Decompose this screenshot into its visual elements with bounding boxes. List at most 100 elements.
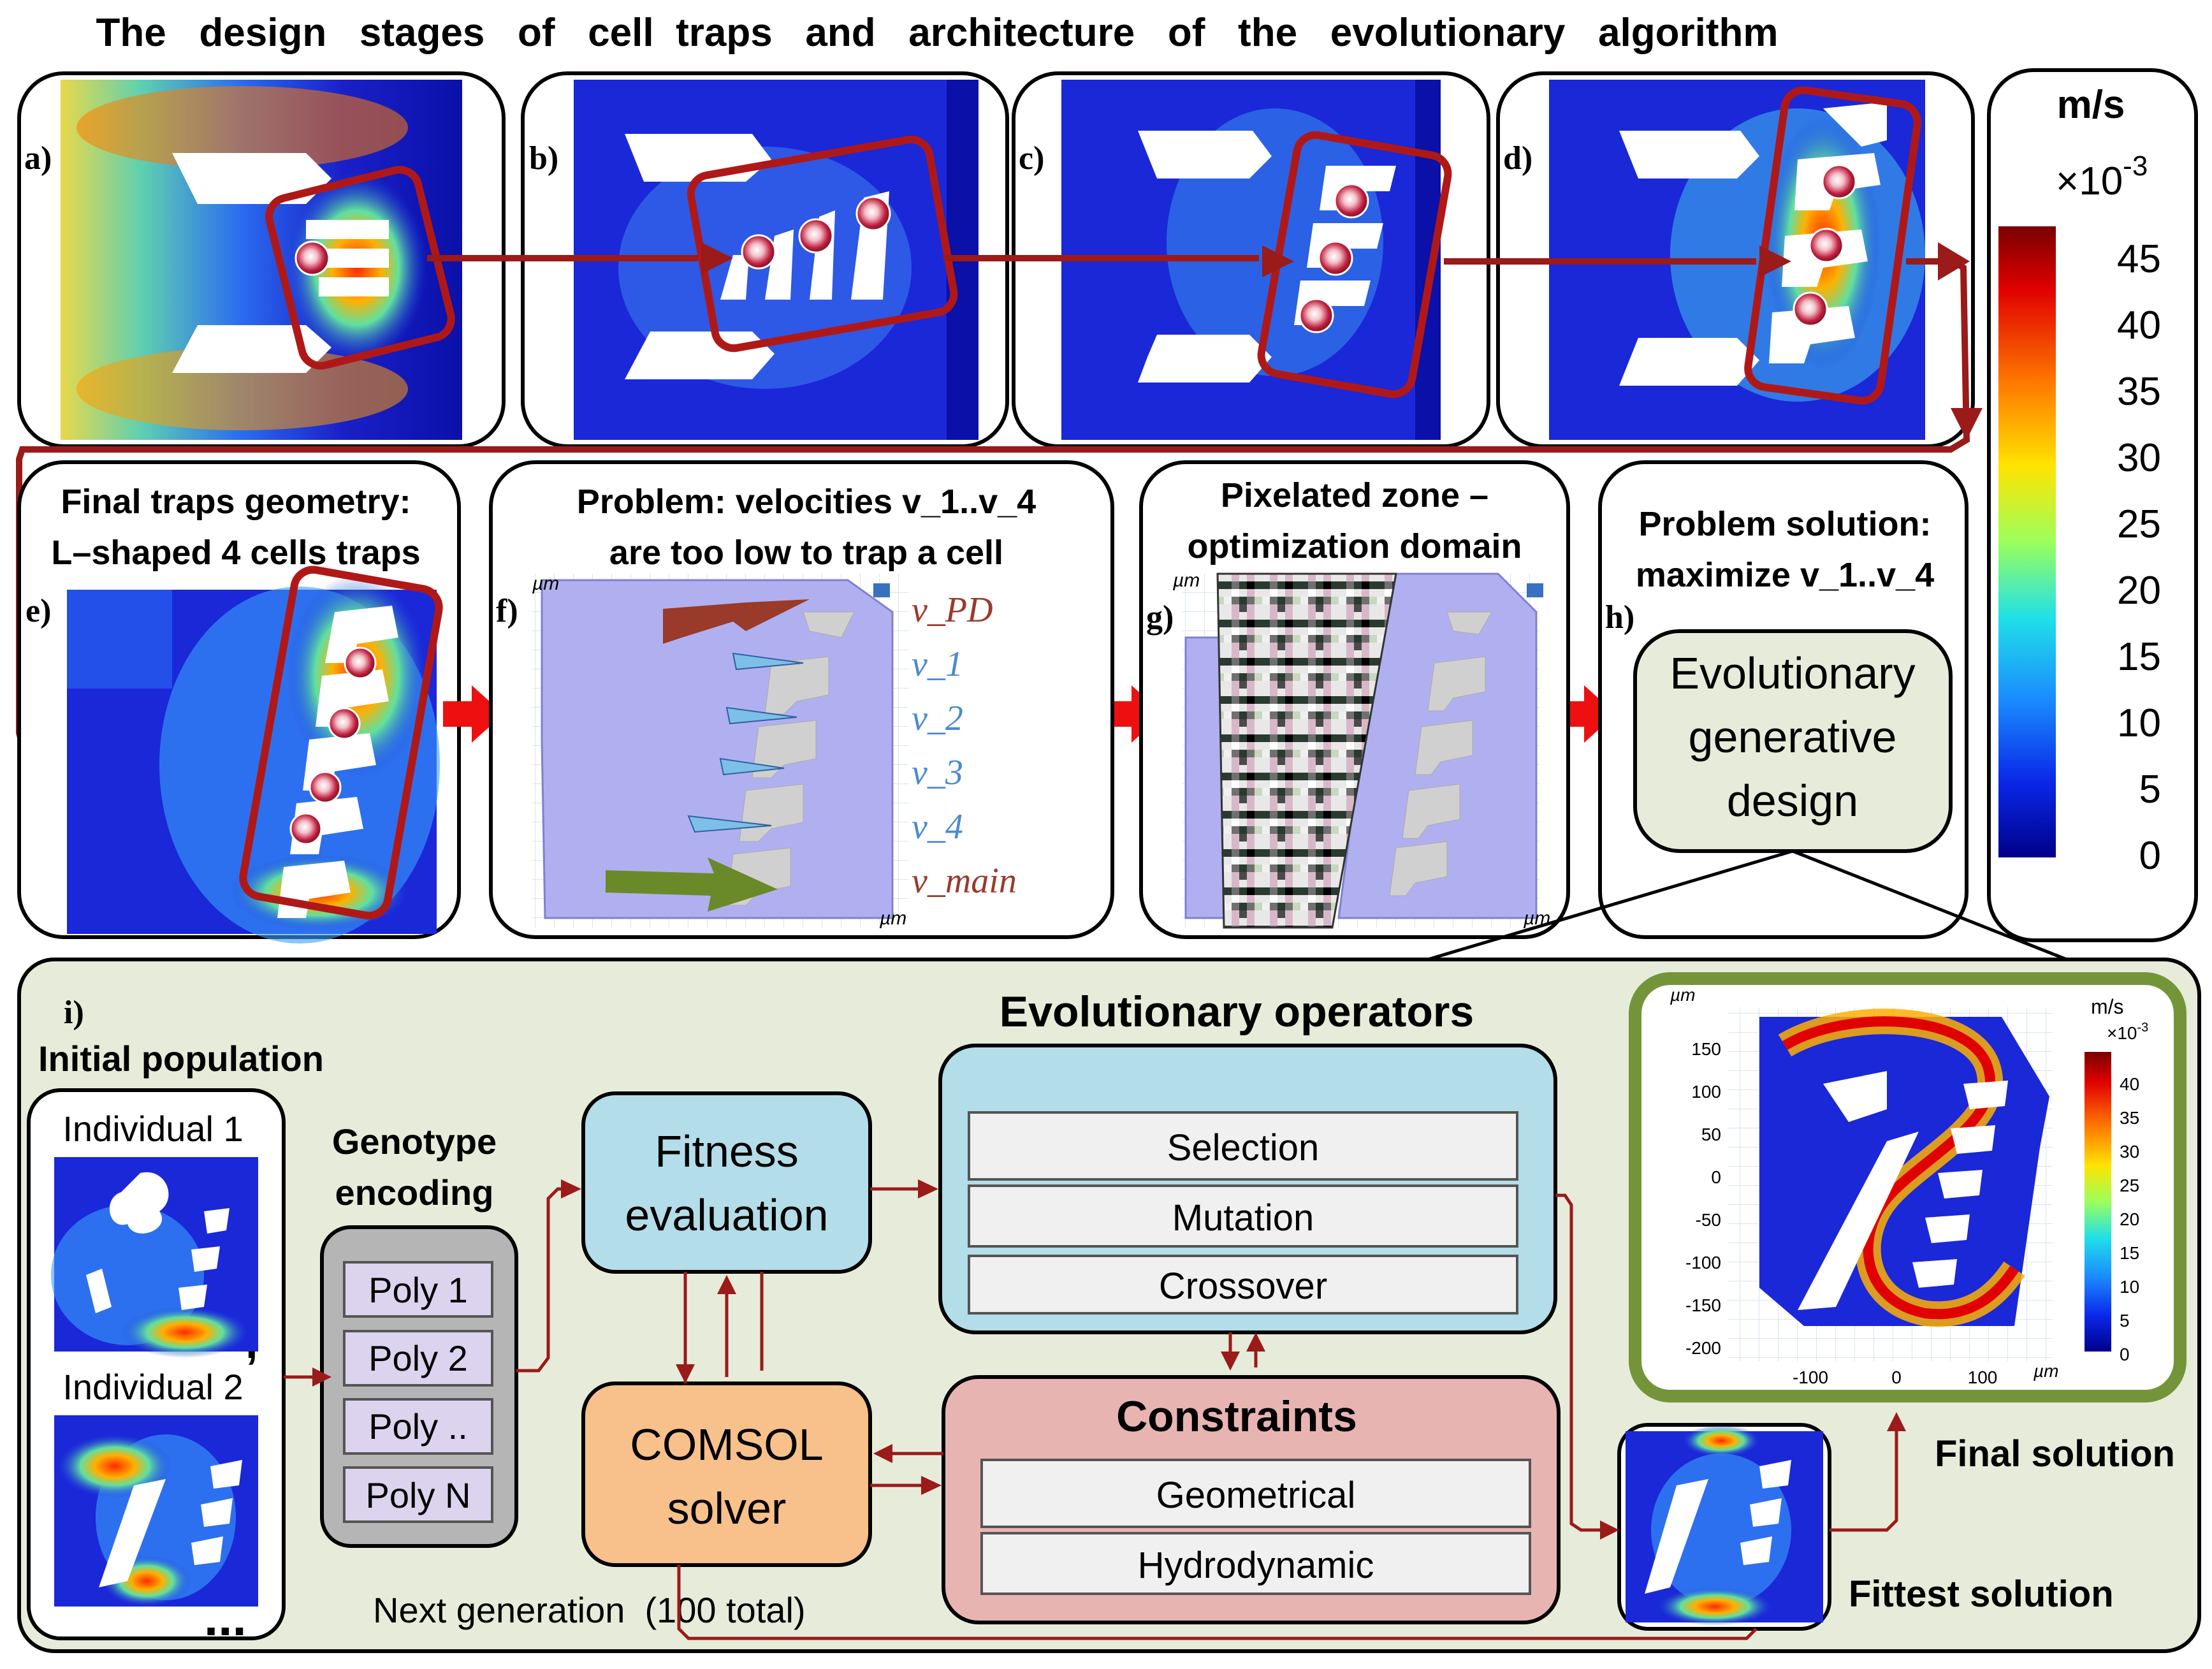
- panel-d-label: d): [1503, 140, 1532, 177]
- stage-h-line1: Problem solution:: [1639, 505, 1932, 543]
- colorbar-scale: ×10-3: [2056, 150, 2148, 203]
- colorbar-gradient: [1998, 226, 2056, 857]
- population-comma: ,: [245, 1318, 258, 1367]
- panel-g-label: g): [1146, 599, 1174, 636]
- final-plot-y-tick: -150: [1685, 1295, 1721, 1315]
- operator-mutation-box: [968, 1184, 1518, 1248]
- final-cb-tick: 25: [2120, 1176, 2139, 1195]
- final-plot-y-tick: 0: [1711, 1167, 1721, 1187]
- colorbar-tick: 35: [2117, 370, 2161, 414]
- velocity-label-v-1: v_1: [912, 645, 963, 684]
- poly-3-box: [343, 1398, 493, 1455]
- stage-g-unit-top: µm: [1172, 570, 1200, 591]
- pixelated-zone: [1216, 572, 1397, 929]
- trap-highlight: [1744, 86, 1921, 405]
- cell: [328, 707, 361, 740]
- final-cb-tick: 20: [2120, 1209, 2139, 1229]
- cell: [855, 196, 891, 231]
- final-cb-tick: 15: [2120, 1243, 2139, 1263]
- colorbar-tick: 40: [2117, 303, 2161, 347]
- algorithm-connectors: [284, 1187, 1898, 1640]
- panel-h: Problem solution: maximize v_1..v_4 h) E…: [1598, 460, 1968, 939]
- final-plot-x-tick: -100: [1793, 1367, 1828, 1387]
- arrow-v-pd: [663, 599, 810, 644]
- algorithm-arrowheads: [312, 1179, 1906, 1540]
- arrow-v-3: [719, 757, 785, 776]
- obstacle-top: [1138, 131, 1272, 179]
- final-plot-y-tick: 50: [1701, 1125, 1721, 1144]
- initial-population-title: Initial population: [38, 1039, 324, 1079]
- constraint-geometrical-label: Geometrical: [1156, 1475, 1356, 1516]
- colorbar-tick: 30: [2117, 436, 2161, 480]
- obstacle-bottom: [172, 325, 331, 373]
- cell: [289, 812, 323, 845]
- poly-4-label: Poly N: [366, 1475, 471, 1515]
- poly-1-box: [343, 1261, 493, 1318]
- final-cb-tick: 30: [2120, 1142, 2139, 1162]
- cell: [309, 771, 342, 804]
- final-plot-y-tick: -100: [1685, 1253, 1721, 1272]
- colorbar-tick: 45: [2117, 237, 2161, 281]
- stage-f-unit-top: µm: [532, 573, 559, 594]
- obstacle-top: [172, 153, 331, 204]
- final-cb-scale: ×10-3: [2107, 1021, 2148, 1043]
- evolutionary-design-line2: generative: [1689, 712, 1897, 762]
- final-plot-x-tick: 100: [1968, 1367, 1998, 1387]
- cell: [1299, 298, 1334, 333]
- panel-b-label: b): [529, 140, 558, 177]
- stage-f-line1: Problem: velocities v_1..v_4: [577, 483, 1036, 521]
- cell: [1821, 164, 1857, 200]
- final-plot-y-tick: 100: [1691, 1082, 1721, 1102]
- solver-line1: COMSOL: [630, 1420, 823, 1469]
- operator-mutation-label: Mutation: [1172, 1197, 1314, 1239]
- genotype-line2: encoding: [335, 1172, 494, 1213]
- cell: [1334, 183, 1369, 219]
- fittest-solution-label: Fittest solution: [1849, 1573, 2114, 1615]
- evolutionary-design-line1: Evolutionary: [1670, 648, 1915, 698]
- final-plot-y-tick: 150: [1691, 1039, 1721, 1059]
- operator-crossover-label: Crossover: [1159, 1265, 1327, 1307]
- poly-3-label: Poly ..: [368, 1406, 468, 1447]
- fitness-line2: evaluation: [625, 1190, 828, 1240]
- cell: [798, 218, 834, 254]
- trap-highlight: [265, 166, 455, 370]
- constraint-geometrical-box: [980, 1459, 1531, 1528]
- final-plot-x-tick: 0: [1891, 1367, 1902, 1387]
- cell: [1808, 228, 1844, 263]
- population-ellipsis: ...: [204, 1589, 247, 1646]
- final-plot-y-tick: -200: [1685, 1338, 1721, 1358]
- colorbar-tick: 10: [2117, 701, 2161, 745]
- final-solution-label: Final solution: [1935, 1433, 2175, 1475]
- evolutionary-design-line3: design: [1727, 776, 1858, 826]
- colorbar-tick: 15: [2117, 635, 2161, 679]
- arrow-v-main: [606, 857, 778, 912]
- colorbar-scale-exp: -3: [2123, 150, 2148, 182]
- solver-line2: solver: [667, 1483, 787, 1533]
- cell: [295, 240, 330, 276]
- colorbar-tick: 0: [2139, 834, 2161, 878]
- trap-highlight: [239, 565, 443, 920]
- next-generation-label: Next generation (100 total): [373, 1590, 806, 1630]
- velocity-label-v-2: v_2: [912, 699, 963, 738]
- panel-e-label: e): [25, 593, 51, 629]
- panel-i-label: i): [64, 995, 84, 1031]
- operator-selection-label: Selection: [1167, 1127, 1320, 1169]
- velocity-label-v-4: v_4: [912, 807, 963, 847]
- panel-h-label: h): [1605, 599, 1634, 636]
- obstacle-top: [1619, 131, 1759, 179]
- stage-flow-arrowheads: [233, 242, 1983, 771]
- constraint-hydrodynamic-label: Hydrodynamic: [1138, 1545, 1374, 1586]
- figure-title: The design stages of cell traps and arch…: [96, 11, 1779, 55]
- final-cb-gradient: [2085, 1052, 2111, 1352]
- fitness-line1: Fitness: [655, 1126, 799, 1176]
- final-plot-x-unit: µm: [2033, 1361, 2058, 1381]
- operators-title: Evolutionary operators: [1000, 988, 1474, 1036]
- colorbar-scale-base: ×10: [2056, 159, 2123, 203]
- operator-crossover-box: [968, 1255, 1518, 1315]
- trap-highlight: [1257, 131, 1452, 398]
- genotype-line1: Genotype: [332, 1121, 497, 1162]
- final-cb-tick: 10: [2120, 1277, 2139, 1297]
- cell: [1793, 291, 1828, 327]
